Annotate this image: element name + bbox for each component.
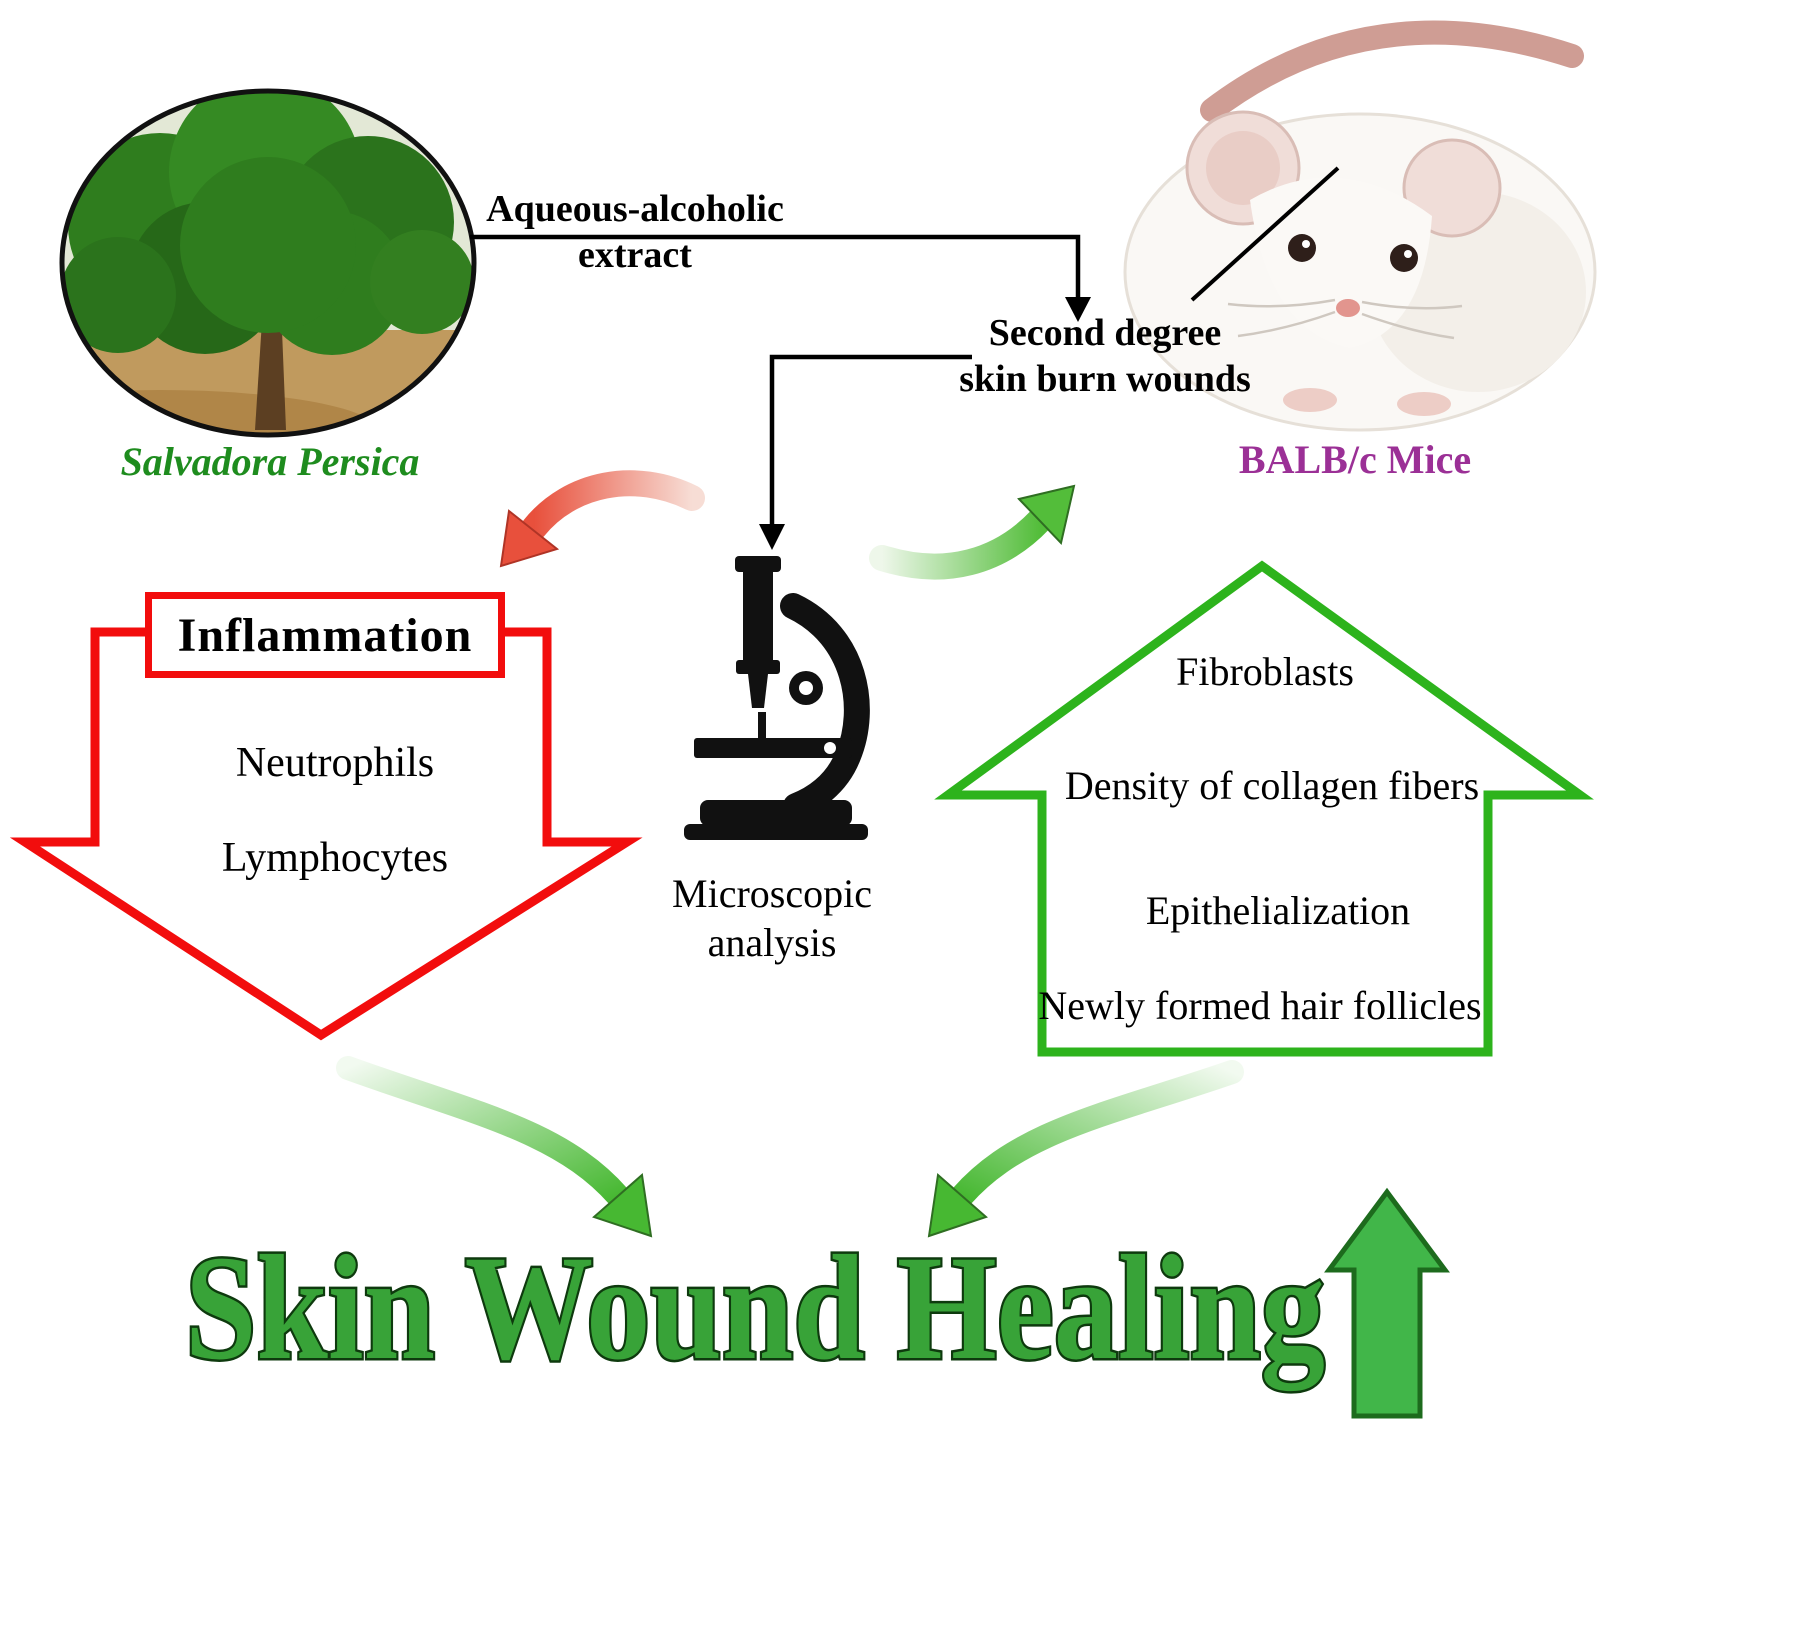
plant-photo-icon (59, 88, 477, 438)
burn-label: Second degree skin burn wounds (905, 310, 1305, 403)
bottom-right-green-arrow-icon (927, 1060, 1244, 1238)
mouse-label: BALB/c Mice (1238, 437, 1472, 482)
increase-item-collagen: Density of collagen fibers (1064, 763, 1480, 808)
increase-arrow-shape (934, 560, 1594, 1057)
headline-text: Skin Wound Healing (185, 1225, 1325, 1391)
mouse-photo-icon (1123, 20, 1597, 432)
decrease-arrow-shape (9, 627, 643, 1041)
increase-item-hair-follicles: Newly formed hair follicles (1038, 983, 1482, 1028)
microscopic-analysis-label: Microscopic analysis (622, 870, 922, 968)
extract-label: Aqueous-alcoholic extract (485, 186, 785, 279)
microscope-icon (684, 556, 870, 840)
increase-item-fibroblasts: Fibroblasts (1176, 649, 1354, 694)
microscopic-analysis-line1: Microscopic (672, 871, 872, 916)
plant-label: Salvadora Persica (120, 439, 420, 484)
healing-up-arrow-icon (1324, 1187, 1450, 1419)
red-curved-arrow-icon (499, 470, 705, 568)
bottom-left-green-arrow-icon (336, 1056, 653, 1238)
increase-item-epithelialization: Epithelialization (1145, 888, 1411, 933)
connector-extract-arrow (470, 234, 1091, 322)
extract-label-line2: extract (578, 234, 692, 277)
decrease-item-neutrophils: Neutrophils (235, 740, 435, 786)
burn-label-line2: skin burn wounds (959, 358, 1251, 401)
extract-label-line1: Aqueous-alcoholic (486, 188, 784, 230)
microscopic-analysis-line2: analysis (707, 919, 837, 965)
connector-burn-arrow (759, 354, 972, 550)
inflammation-title: Inflammation (177, 608, 473, 662)
wound-pointer-line (1190, 166, 1340, 302)
decrease-item-lymphocytes: Lymphocytes (221, 835, 449, 881)
burn-label-line1: Second degree (988, 312, 1222, 354)
inflammation-title-box: Inflammation (145, 592, 505, 678)
green-curved-arrow-icon (869, 484, 1076, 580)
